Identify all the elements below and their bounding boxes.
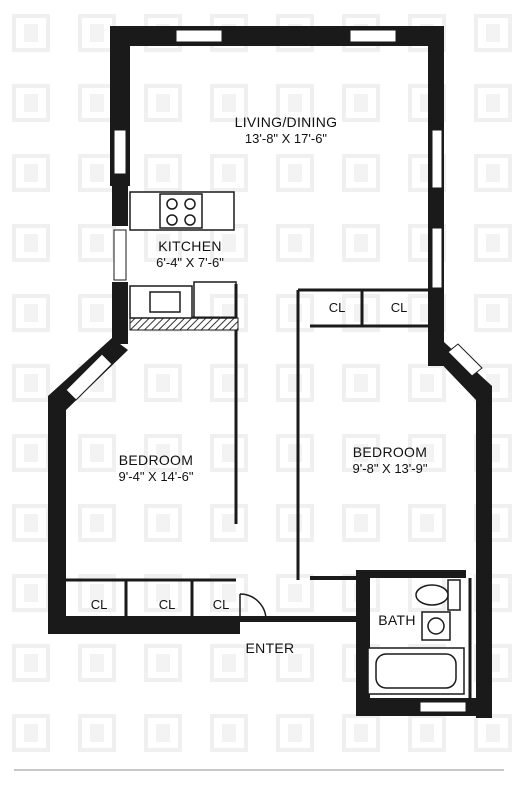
- left-bedroom-label: BEDROOM 9'-4" X 14'-6": [96, 452, 216, 484]
- living-room-label: LIVING/DINING 13'-8" X 17'-6": [226, 114, 346, 146]
- closet-label-left-1: CL: [90, 597, 108, 612]
- closet-label-right-1: CL: [328, 300, 346, 315]
- bath-fixtures: [367, 579, 465, 695]
- toilet-bowl: [415, 584, 449, 606]
- closet-label-left-3: CL: [212, 597, 230, 612]
- closet-label-left-2: CL: [158, 597, 176, 612]
- entry-label: ENTER: [245, 640, 295, 656]
- living-right-wall: [428, 26, 444, 366]
- bath-label: BATH: [372, 612, 422, 629]
- window-right-bedroom: [447, 343, 483, 377]
- window-left-bedroom: [65, 353, 113, 401]
- bath-top-wall: [356, 570, 466, 578]
- kitchen-dims: 6'-4" X 7'-6": [156, 254, 224, 270]
- entry-bottom-wall: [240, 616, 360, 622]
- window-kitchen: [113, 229, 127, 281]
- toilet-tank: [447, 579, 461, 611]
- burner-4: [184, 214, 196, 226]
- bath-left-wall: [356, 570, 370, 716]
- living-room-dims: 13'-8" X 17'-6": [244, 130, 328, 146]
- entry-top-wall: [310, 576, 360, 580]
- entry-door: [239, 593, 267, 621]
- kitchen-name: KITCHEN: [158, 238, 222, 254]
- kitchen-label: KITCHEN 6'-4" X 7'-6": [140, 238, 240, 270]
- right-bedroom-angle-wall: [430, 342, 492, 400]
- kitchen-sink: [149, 291, 181, 313]
- bathtub-inner: [375, 653, 457, 689]
- left-bedroom-dims: 9'-4" X 14'-6": [118, 468, 194, 484]
- window-right-living-lower: [431, 227, 443, 289]
- right-bedroom-name: BEDROOM: [352, 444, 428, 460]
- kitchen-left-wall-lower: [112, 282, 128, 344]
- burner-2: [184, 198, 196, 210]
- door-swing-arc: [239, 593, 267, 621]
- window-left-living: [113, 129, 127, 175]
- kitchen-fixtures: [129, 191, 237, 319]
- window-right-living-upper: [431, 129, 443, 189]
- window-bath: [419, 701, 467, 713]
- living-room-name: LIVING/DINING: [234, 114, 338, 130]
- window-top-right: [349, 29, 397, 43]
- kitchen-fridge: [193, 281, 237, 319]
- windows: [65, 29, 483, 713]
- kitchen-left-wall: [112, 186, 128, 226]
- left-bedroom-name: BEDROOM: [118, 452, 194, 468]
- burner-1: [166, 198, 178, 210]
- burner-3: [166, 214, 178, 226]
- kitchen-hatched-wall: [129, 317, 239, 331]
- left-bottom-wall: [48, 616, 240, 634]
- right-bedroom-right-wall: [476, 386, 492, 718]
- right-bedroom-label: BEDROOM 9'-8" X 13'-9": [330, 444, 450, 476]
- right-bedroom-dims: 9'-8" X 13'-9": [352, 460, 428, 476]
- window-top-left: [175, 29, 223, 43]
- stove: [159, 193, 203, 229]
- bath-name: BATH: [378, 612, 416, 628]
- closet-label-right-2: CL: [390, 300, 408, 315]
- left-bedroom-left-wall: [48, 396, 66, 632]
- bath-sink-bowl: [427, 617, 445, 635]
